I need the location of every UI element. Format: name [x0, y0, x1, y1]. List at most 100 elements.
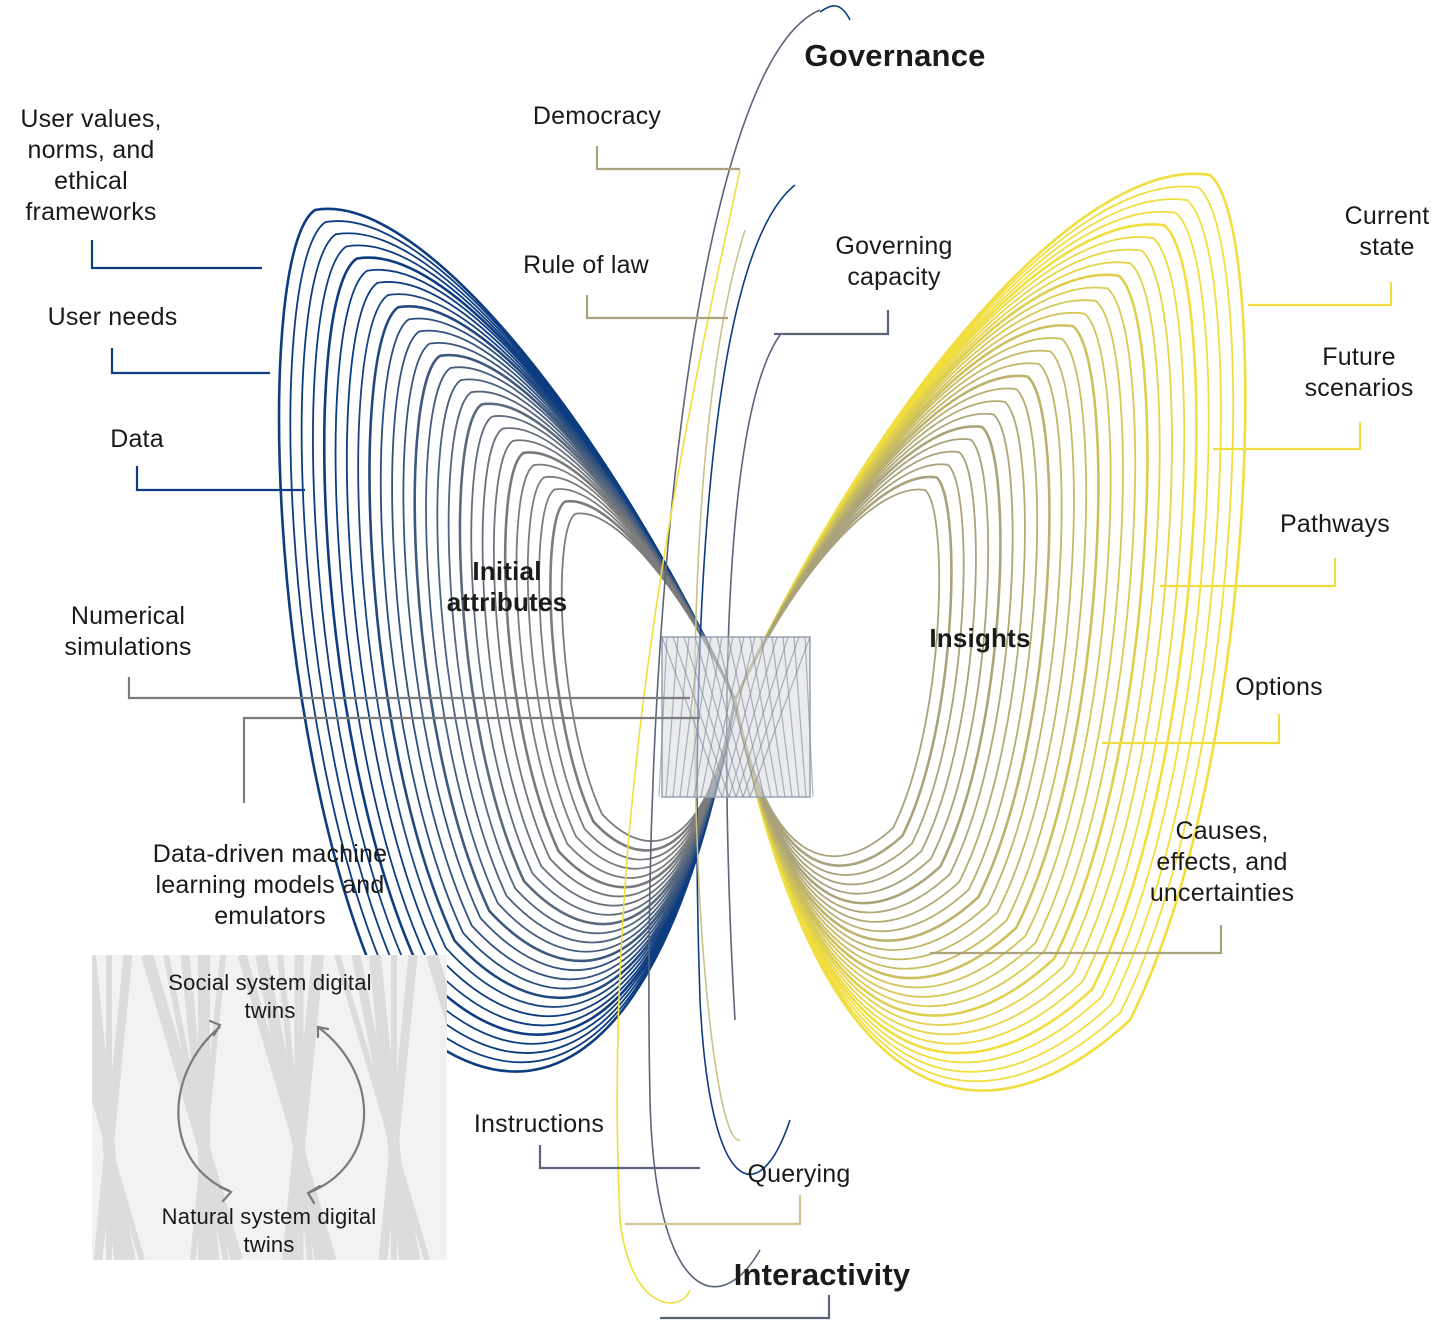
connector-line	[1160, 558, 1337, 588]
current-state-label: Current state	[1344, 202, 1430, 261]
connector-line	[774, 310, 890, 336]
left-orbit-line	[379, 317, 736, 990]
right-orbit-line	[734, 261, 1161, 1026]
core-box-hatch	[694, 636, 744, 798]
inset-bg-line	[93, 955, 133, 1260]
governing-capacity-label: Governing capacity	[835, 232, 953, 291]
core-box-hatch	[707, 636, 745, 798]
left-wing-orbits	[277, 207, 737, 1073]
right-orbit-line	[734, 198, 1222, 1073]
core-box-hatch	[721, 636, 767, 798]
core-box-hatch	[683, 636, 737, 798]
connector-line	[660, 1295, 831, 1320]
right-orbit-line	[734, 362, 1063, 951]
left-orbit-line	[357, 293, 736, 1008]
core-box-hatch	[705, 636, 751, 798]
core-box-hatch	[760, 636, 786, 798]
core-box-hatch	[735, 636, 789, 798]
left-orbit-line	[312, 244, 736, 1045]
rule-of-law-label: Rule of law	[523, 251, 649, 279]
left-orbit-line	[334, 268, 736, 1027]
left-orbit-line	[515, 463, 736, 879]
inset-bg-line	[282, 955, 324, 1260]
left-orbit-line	[447, 390, 736, 935]
vertical-orbit-line	[648, 9, 821, 1288]
core-box-hatch	[714, 636, 756, 798]
core-box-hatch	[727, 636, 765, 798]
connector-line	[1102, 714, 1281, 745]
options-label: Options	[1235, 673, 1323, 701]
right-orbit-line	[734, 299, 1124, 998]
connector-line	[1213, 422, 1362, 451]
connector-line	[585, 295, 728, 320]
left-orbit-line	[277, 207, 737, 1073]
core-model-box	[658, 636, 814, 798]
connector-line	[127, 677, 690, 700]
connector-line	[1248, 282, 1393, 307]
core-box-hatch	[700, 636, 734, 798]
left-orbit-line	[436, 378, 736, 944]
core-box-hatch	[749, 636, 779, 798]
core-box-hatch	[771, 636, 793, 798]
inset-bg-line	[369, 955, 411, 1260]
user-needs-label: User needs	[47, 303, 178, 331]
connector-line	[930, 925, 1223, 955]
right-orbit-line	[734, 438, 989, 895]
pathways-label: Pathways	[1280, 510, 1390, 538]
left-orbit-line	[368, 305, 737, 1000]
left-orbit-line	[526, 476, 736, 870]
vertical-orbit-line	[819, 5, 851, 21]
arrowhead-down-left	[218, 1185, 233, 1203]
connector-line	[595, 146, 740, 171]
left-orbit-line	[425, 366, 736, 953]
right-orbit-line	[734, 286, 1136, 1008]
instructions-label: Instructions	[473, 1110, 605, 1138]
inset-bg-line	[255, 955, 327, 1260]
inset-bg-line	[426, 955, 447, 1028]
vertical-orbit-line	[616, 169, 741, 1304]
connector-line	[110, 348, 270, 375]
core-box-hatch	[782, 636, 800, 798]
data-label: Data	[110, 425, 164, 453]
left-orbit-line	[470, 415, 736, 916]
right-orbit-line	[733, 374, 1051, 942]
left-orbit-line	[413, 353, 737, 963]
core-box-hatch	[693, 636, 723, 798]
core-box-hatch	[804, 636, 814, 798]
numerical-simulations-label: Numerical simulations	[64, 602, 192, 661]
inset-bg-line	[190, 955, 226, 1260]
right-orbit-line	[734, 337, 1087, 970]
right-orbit-line	[734, 400, 1026, 923]
left-curved-arrow	[177, 1026, 231, 1193]
arrowhead-up-left	[208, 1019, 222, 1037]
core-box-hatch	[672, 636, 730, 798]
democracy-label: Democracy	[532, 102, 662, 130]
core-box-hatch	[793, 636, 807, 798]
right-curved-arrow	[307, 1026, 366, 1195]
left-orbit-line	[458, 402, 737, 926]
connector-line	[538, 1145, 700, 1170]
inset-background-lines	[92, 955, 447, 1260]
right-orbit-line	[734, 412, 1014, 914]
insights-label: Insights	[929, 623, 1031, 653]
left-orbit-line	[481, 427, 736, 907]
inset-bg-line	[141, 955, 243, 1260]
inset-bg-line	[92, 955, 126, 1260]
inset-bg-line	[378, 955, 418, 1260]
social-twins-label: Social system digital twins	[168, 970, 372, 1023]
right-orbit-line	[734, 488, 940, 858]
left-orbit-line	[402, 341, 736, 971]
right-orbit-line	[734, 210, 1210, 1064]
left-orbit-line	[300, 232, 736, 1054]
right-orbit-line	[734, 450, 977, 886]
user-values-label: User values, norms, and ethical framewor…	[20, 105, 162, 226]
left-orbit-line	[549, 500, 737, 852]
connector-line	[625, 1195, 802, 1226]
core-box-hatch	[728, 636, 778, 798]
right-orbit-line	[734, 387, 1039, 933]
governance-title: Governance	[804, 38, 986, 73]
right-orbit-line	[733, 223, 1198, 1055]
arrowhead-down-right	[306, 1184, 322, 1205]
querying-label: Querying	[747, 1160, 851, 1188]
